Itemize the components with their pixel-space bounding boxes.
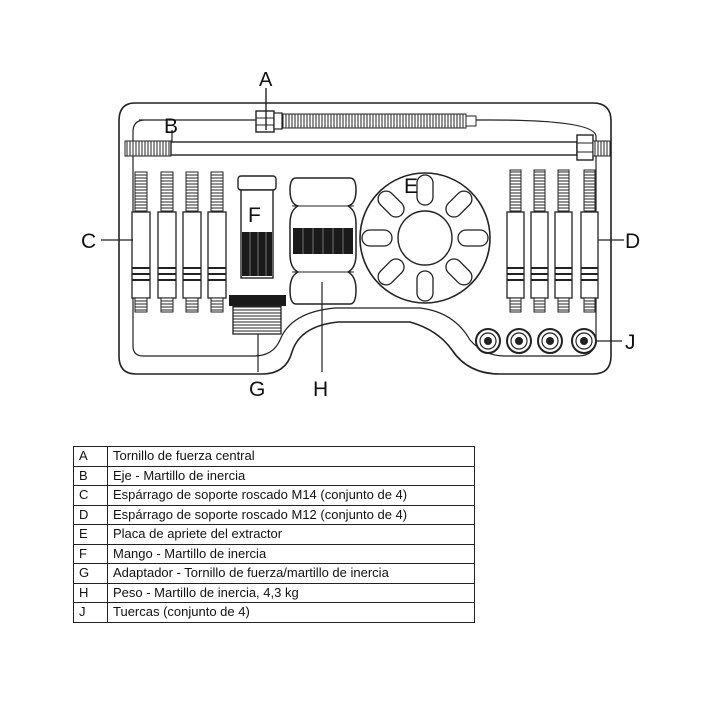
callout-h: H bbox=[313, 378, 328, 401]
callout-d: D bbox=[625, 230, 640, 253]
callout-g: G bbox=[249, 378, 265, 401]
m12-stud bbox=[580, 169, 599, 313]
callout-b: B bbox=[164, 115, 178, 138]
legend-key: F bbox=[73, 543, 108, 564]
m14-stud bbox=[207, 171, 227, 313]
legend-key: A bbox=[73, 446, 108, 467]
callout-f: F bbox=[248, 204, 261, 227]
callout-c: C bbox=[81, 230, 96, 253]
legend-key: B bbox=[73, 465, 108, 486]
legend-description: Espárrago de soporte roscado M12 (conjun… bbox=[107, 504, 475, 525]
legend-key: C bbox=[73, 485, 108, 506]
legend-key: J bbox=[73, 602, 108, 623]
m14-stud-set bbox=[101, 171, 227, 313]
legend-description: Placa de apriete del extractor bbox=[107, 524, 475, 545]
legend-description: Adaptador - Tornillo de fuerza/martillo … bbox=[107, 563, 475, 584]
puller-plate bbox=[359, 172, 491, 304]
m14-stud bbox=[182, 171, 202, 313]
legend-description: Espárrago de soporte roscado M14 (conjun… bbox=[107, 485, 475, 506]
central-force-screw bbox=[255, 88, 477, 133]
m12-stud bbox=[554, 169, 573, 313]
slide-hammer-weight bbox=[289, 177, 357, 372]
legend-key: G bbox=[73, 563, 108, 584]
callout-a: A bbox=[259, 69, 273, 91]
force-screw-adapter bbox=[229, 295, 286, 372]
m14-stud bbox=[157, 171, 177, 313]
legend-description: Peso - Martillo de inercia, 4,3 kg bbox=[107, 582, 475, 603]
legend-key: H bbox=[73, 582, 108, 603]
m12-stud-set bbox=[506, 169, 624, 313]
nut bbox=[475, 328, 501, 354]
m12-stud bbox=[530, 169, 549, 313]
legend-description: Tuercas (conjunto de 4) bbox=[107, 602, 475, 623]
legend-key: D bbox=[73, 504, 108, 525]
legend-description: Mango - Martillo de inercia bbox=[107, 543, 475, 564]
nut bbox=[506, 328, 532, 354]
callout-j: J bbox=[625, 331, 636, 354]
m12-stud bbox=[506, 169, 525, 313]
legend-description: Tornillo de fuerza central bbox=[107, 446, 475, 467]
m14-stud bbox=[131, 171, 151, 313]
callout-e: E bbox=[404, 175, 418, 198]
tool-kit-diagram: A B C D E F G H J bbox=[81, 69, 640, 401]
legend-key: E bbox=[73, 524, 108, 545]
slide-hammer-shaft bbox=[124, 130, 612, 161]
slide-hammer-handle bbox=[237, 175, 277, 279]
legend-description: Eje - Martillo de inercia bbox=[107, 465, 475, 486]
nut bbox=[571, 328, 597, 354]
nut-set bbox=[475, 328, 622, 354]
nut bbox=[537, 328, 563, 354]
